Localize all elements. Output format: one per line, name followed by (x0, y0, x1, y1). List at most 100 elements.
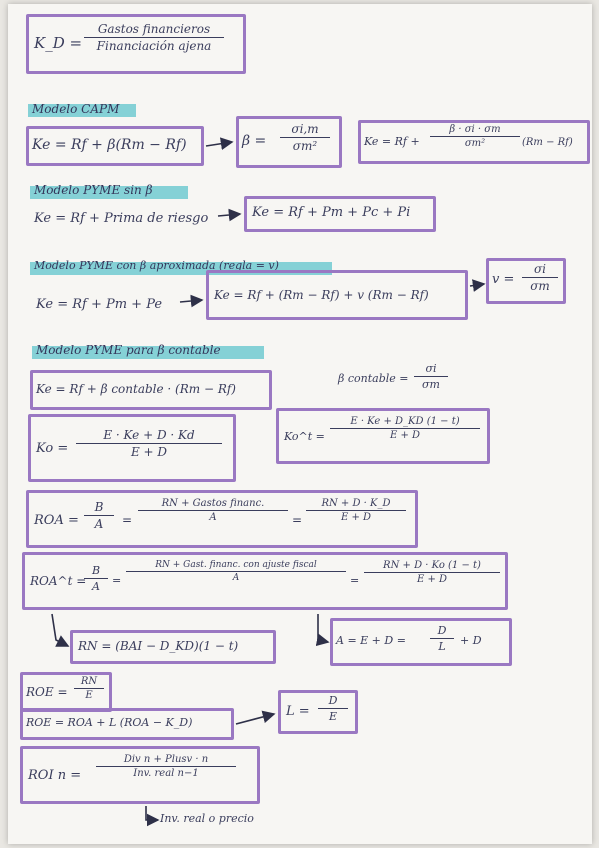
aprox-ke: Ke = Rf + Pm + Pe (36, 297, 163, 312)
kot-fraction: E · Ke + D_KD (1 − t) E + D (330, 416, 480, 441)
capm-ke2-den: σm² (464, 138, 486, 149)
roa-d1: A (94, 517, 104, 531)
l-num: D (318, 694, 348, 709)
beta-num: σi,m (280, 122, 330, 138)
box-roat (22, 552, 508, 610)
box-capm-ke (26, 126, 204, 166)
roat-frac3: RN + D · Ko (1 − t) E + D (364, 560, 500, 585)
v-lhs: v = (492, 272, 515, 287)
box-aprox-ke2 (206, 270, 468, 320)
roa-frac2: RN + Gastos financ. A (138, 498, 288, 523)
pyme-ke: Ke = Rf + Prima de riesgo (34, 211, 209, 226)
contable-ke: Ke = Rf + β contable · (Rm − Rf) (36, 382, 236, 396)
v-fraction: σi σm (522, 262, 558, 293)
note-inv-real: Inv. real o precio (160, 812, 254, 825)
roa-n3: RN + D · K_D (306, 498, 406, 511)
roi-num: Div n + Plusv · n (96, 754, 236, 767)
box-roi (20, 746, 260, 804)
v-num: σi (522, 262, 558, 278)
heading-pyme: Modelo PYME sin β (34, 183, 153, 197)
roi-fraction: Div n + Plusv · n Inv. real n−1 (96, 754, 236, 779)
box-beta (236, 116, 342, 168)
beta-cont-fraction: σi σm (414, 362, 448, 391)
box-ko (28, 414, 236, 482)
pyme-ke2: Ke = Rf + Pm + Pc + Pi (252, 205, 411, 220)
kd-den: Financiación ajena (96, 39, 212, 53)
roat-eq1: = (112, 574, 122, 587)
capm-ke2-tail: (Rm − Rf) (522, 137, 573, 148)
roat-n1: B (84, 564, 108, 579)
roe2-formula: ROE = ROA + L (ROA − K_D) (26, 716, 193, 729)
kd-lhs: K_D = (34, 34, 83, 52)
a-den: L (438, 640, 446, 653)
a-lhs: A = E + D = (336, 634, 406, 647)
beta-cont-num: σi (414, 362, 448, 377)
roa-eq1: = (122, 513, 133, 527)
roat-n3: RN + D · Ko (1 − t) (364, 560, 500, 573)
kot-num: E · Ke + D_KD (1 − t) (330, 416, 480, 429)
capm-ke2-num: β · σi · σm (430, 124, 520, 137)
beta-den: σm² (292, 139, 318, 153)
box-roe2 (20, 708, 234, 740)
roat-d3: E + D (416, 574, 448, 585)
roi-den: Inv. real n−1 (133, 768, 199, 779)
heading-contable: Modelo PYME para β contable (36, 343, 221, 357)
l-den: E (328, 710, 338, 723)
highlight-contable (32, 346, 264, 359)
roat-frac1: B A (84, 564, 108, 593)
l-fraction: D E (318, 694, 348, 723)
a-num: D (430, 624, 454, 639)
capm-ke2-fraction: β · σi · σm σm² (430, 124, 520, 149)
roa-d3: E + D (340, 512, 372, 523)
beta-cont-lhs: β contable = (338, 372, 409, 385)
roat-d1: A (92, 580, 100, 593)
a-fraction: D L (430, 624, 454, 653)
kot-lhs: Ko^t = (284, 430, 325, 443)
beta-fraction: σi,m σm² (280, 122, 330, 153)
kot-den: E + D (389, 430, 421, 441)
box-kot (276, 408, 490, 464)
roe1-fraction: RN E (74, 676, 104, 701)
box-a (330, 618, 512, 666)
capm-ke: Ke = Rf + β(Rm − Rf) (32, 137, 187, 153)
v-den: σm (530, 279, 550, 293)
rn-formula: RN = (BAI − D_KD)(1 − t) (78, 639, 239, 653)
a-tail: + D (460, 634, 482, 647)
ko-den: E + D (130, 445, 168, 459)
ko-num: E · Ke + D · Kd (76, 428, 222, 444)
highlight-capm (28, 104, 136, 117)
l-lhs: L = (286, 704, 310, 719)
roa-frac1: B A (84, 500, 114, 531)
box-pyme-ke2 (244, 196, 436, 232)
roat-d2: A (232, 573, 240, 583)
heading-aprox: Modelo PYME con β aproximada (regla = v) (34, 259, 279, 272)
paper-sheet (8, 4, 592, 844)
roa-n2: RN + Gastos financ. (138, 498, 288, 511)
roa-frac3: RN + D · K_D E + D (306, 498, 406, 523)
box-rn (70, 630, 276, 664)
roat-lhs: ROA^t = (30, 574, 87, 588)
ko-lhs: Ko = (36, 441, 69, 456)
aprox-ke2: Ke = Rf + (Rm − Rf) + v (Rm − Rf) (214, 288, 429, 302)
roa-eq2: = (292, 513, 303, 527)
kd-num: Gastos financieros (84, 22, 224, 38)
roe1-num: RN (74, 676, 104, 689)
roa-lhs: ROA = (34, 513, 79, 528)
heading-capm: Modelo CAPM (32, 102, 120, 116)
beta-cont-den: σm (422, 378, 440, 391)
beta-lhs: β = (242, 133, 267, 149)
roa-d2: A (209, 512, 217, 523)
box-v (486, 258, 566, 304)
ko-fraction: E · Ke + D · Kd E + D (76, 428, 222, 459)
roe1-lhs: ROE = (26, 685, 68, 699)
highlight-pyme (30, 186, 188, 199)
roi-lhs: ROI n = (28, 768, 82, 783)
roa-n1: B (84, 500, 114, 516)
box-kd (26, 14, 246, 74)
roe1-den: E (85, 690, 93, 701)
box-roa (26, 490, 418, 548)
roat-eq2: = (350, 574, 360, 587)
roat-frac2: RN + Gast. financ. con ajuste fiscal A (126, 560, 346, 583)
capm-ke2-lhs: Ke = Rf + (364, 135, 420, 148)
box-contable-ke (30, 370, 272, 410)
